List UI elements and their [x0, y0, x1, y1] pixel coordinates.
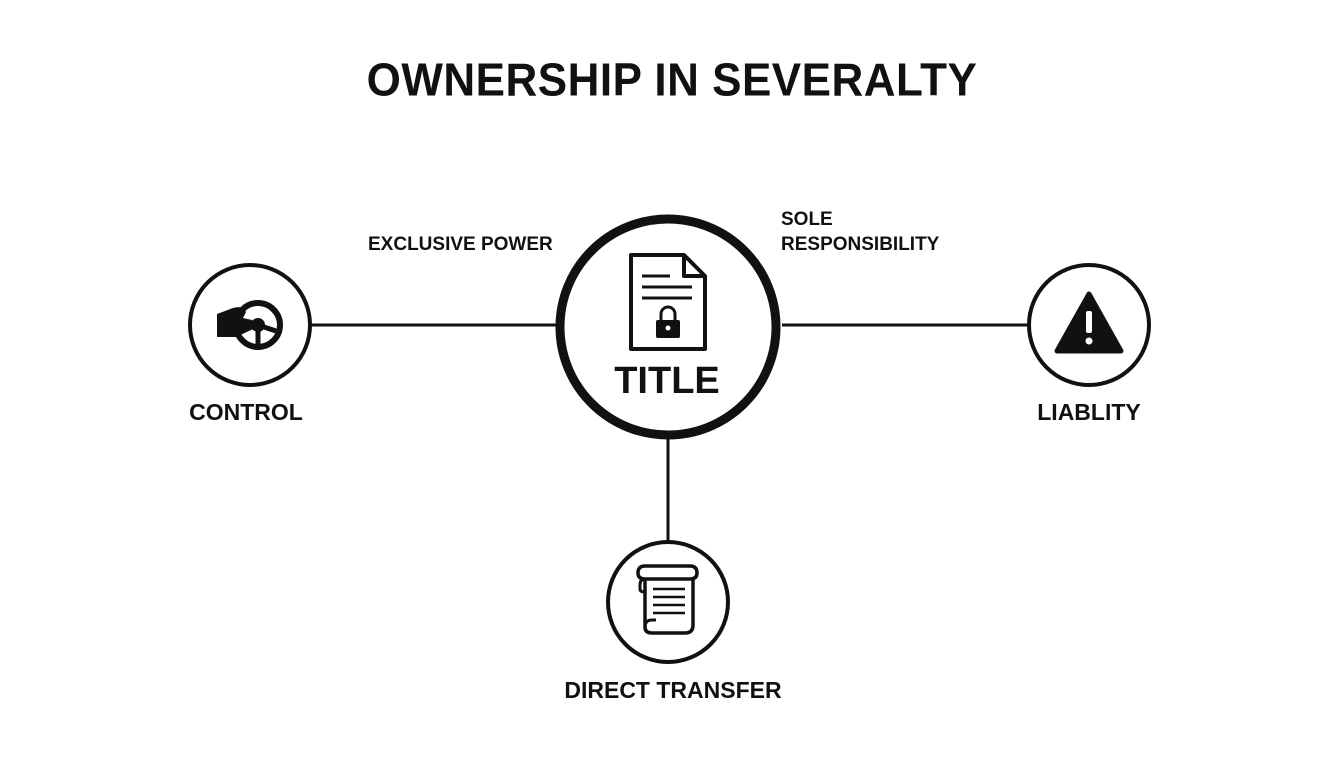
edge-label-responsibility: RESPONSIBILITY	[781, 234, 940, 255]
warning-triangle-icon	[1054, 291, 1124, 354]
scroll-deed-icon	[636, 564, 699, 635]
diagram-title: OWNERSHIP IN SEVERALTY	[366, 54, 978, 107]
edge-label-exclusive-power: EXCLUSIVE POWER	[368, 234, 553, 255]
node-label-direct-transfer: DIRECT TRANSFER	[564, 677, 782, 703]
locked-document-icon	[629, 253, 707, 351]
hand-steering-wheel-icon	[217, 300, 283, 350]
edge-label-sole: SOLE	[781, 209, 833, 230]
node-label-control: CONTROL	[189, 399, 303, 425]
center-node-label: TITLE	[614, 360, 720, 402]
node-label-liability: LIABLITY	[1037, 399, 1141, 425]
